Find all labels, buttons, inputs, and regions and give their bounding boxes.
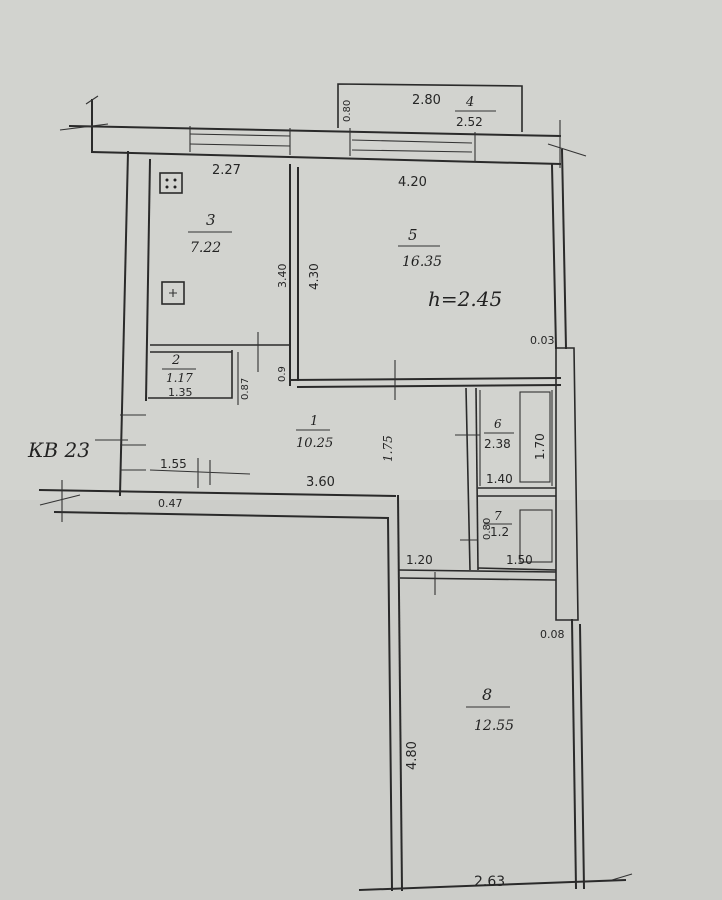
room-number-4: 4 xyxy=(465,95,474,110)
room-area-8: 12.55 xyxy=(474,718,514,734)
room-number-3: 3 xyxy=(206,211,216,229)
room8-depth: 4.80 xyxy=(405,741,420,770)
room-area-6: 2.38 xyxy=(484,437,511,451)
room5-width: 4.20 xyxy=(398,175,427,190)
wall-008: 0.08 xyxy=(540,628,565,641)
wall-003: 0.03 xyxy=(530,334,555,347)
wall-047: 0.47 xyxy=(158,497,183,510)
room-number-6: 6 xyxy=(494,417,502,431)
room6-width: 1.40 xyxy=(486,472,513,486)
room6-depth: 1.70 xyxy=(533,433,547,460)
balcony-width: 2.80 xyxy=(412,93,441,108)
room-area-3: 7.22 xyxy=(190,240,221,256)
room-number-7: 7 xyxy=(494,509,502,523)
room7-depth: 0.80 xyxy=(482,518,493,540)
corridor-depth: 1.75 xyxy=(381,435,395,462)
walls xyxy=(38,83,633,892)
passage-1-20: 1.20 xyxy=(406,553,433,567)
room-number-1: 1 xyxy=(310,414,318,429)
room-area-1: 10.25 xyxy=(296,436,333,451)
kitchen-width: 2.27 xyxy=(212,163,241,178)
room-area-7: 1.2 xyxy=(490,525,509,539)
room-number-2: 2 xyxy=(171,353,180,368)
apartment-label: КВ 23 xyxy=(27,438,90,462)
room-number-5: 5 xyxy=(408,226,418,244)
partition-09: 0.9 xyxy=(277,366,288,382)
kitchen-stove-icon xyxy=(159,172,183,194)
bottom-1-55: 1.55 xyxy=(160,457,187,471)
room-area-2: 1.17 xyxy=(166,371,193,385)
corridor-width: 3.60 xyxy=(306,475,335,490)
room-area-5: 16.35 xyxy=(402,254,442,270)
room5-depth: 4.30 xyxy=(307,263,321,290)
kitchen-sink-icon xyxy=(161,281,185,305)
balcony-depth: 0.80 xyxy=(342,100,353,122)
room-number-8: 8 xyxy=(482,685,492,704)
ceiling-height: h=2.45 xyxy=(428,287,502,311)
labels: КВ 23 3 7.22 2.80 4 2.52 0.80 5 16.35 h=… xyxy=(27,93,565,890)
paper-shade xyxy=(0,500,722,900)
room2-width: 1.35 xyxy=(168,386,193,399)
kitchen-depth: 3.40 xyxy=(276,264,289,289)
room2-depth: 0.87 xyxy=(240,378,251,400)
room-area-4: 2.52 xyxy=(456,115,483,129)
room7-width: 1.50 xyxy=(506,553,533,567)
room8-width: 2.63 xyxy=(474,874,505,890)
